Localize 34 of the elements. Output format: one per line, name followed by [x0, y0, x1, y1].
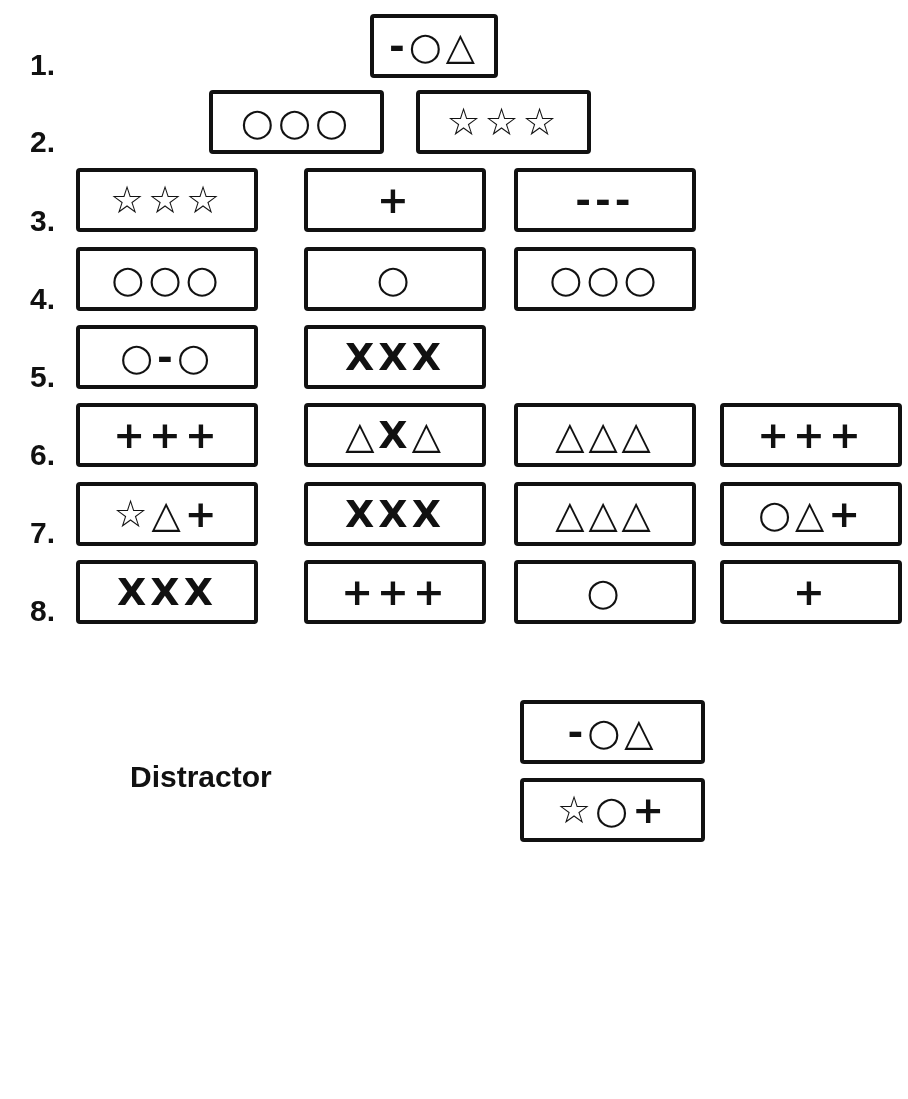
- row-number: 8.: [30, 594, 56, 628]
- symbol-card: +++: [720, 403, 902, 467]
- symbol-card: +: [304, 168, 486, 232]
- symbol-card: ○○○: [514, 247, 696, 311]
- row-number: 2.: [30, 125, 56, 159]
- symbol-card: △X△: [304, 403, 486, 467]
- row-number: 3.: [30, 204, 56, 238]
- symbol-card: △△△: [514, 482, 696, 546]
- row-number: 4.: [30, 282, 56, 316]
- symbol-card: XXX: [76, 560, 258, 624]
- symbol-card: XXX: [304, 325, 486, 389]
- symbol-card: +++: [76, 403, 258, 467]
- symbol-card: ☆☆☆: [76, 168, 258, 232]
- row-number: 5.: [30, 360, 56, 394]
- group-label: Distractor: [130, 760, 272, 794]
- row-number: 1.: [30, 48, 56, 82]
- symbol-card: ☆☆☆: [416, 90, 591, 154]
- row-number: 6.: [30, 438, 56, 472]
- symbol-card: -○△: [370, 14, 498, 78]
- symbol-card: -○△: [520, 700, 705, 764]
- symbol-card: ---: [514, 168, 696, 232]
- symbol-card: ○-○: [76, 325, 258, 389]
- symbol-card: +++: [304, 560, 486, 624]
- symbol-card: ○○○: [209, 90, 384, 154]
- symbol-card: ☆△+: [76, 482, 258, 546]
- symbol-card: ○: [514, 560, 696, 624]
- row-number: 7.: [30, 516, 56, 550]
- symbol-card: ○○○: [76, 247, 258, 311]
- symbol-card: △△△: [514, 403, 696, 467]
- symbol-card: ○△+: [720, 482, 902, 546]
- symbol-card: XXX: [304, 482, 486, 546]
- symbol-card: ○: [304, 247, 486, 311]
- symbol-card: ☆○+: [520, 778, 705, 842]
- symbol-card: +: [720, 560, 902, 624]
